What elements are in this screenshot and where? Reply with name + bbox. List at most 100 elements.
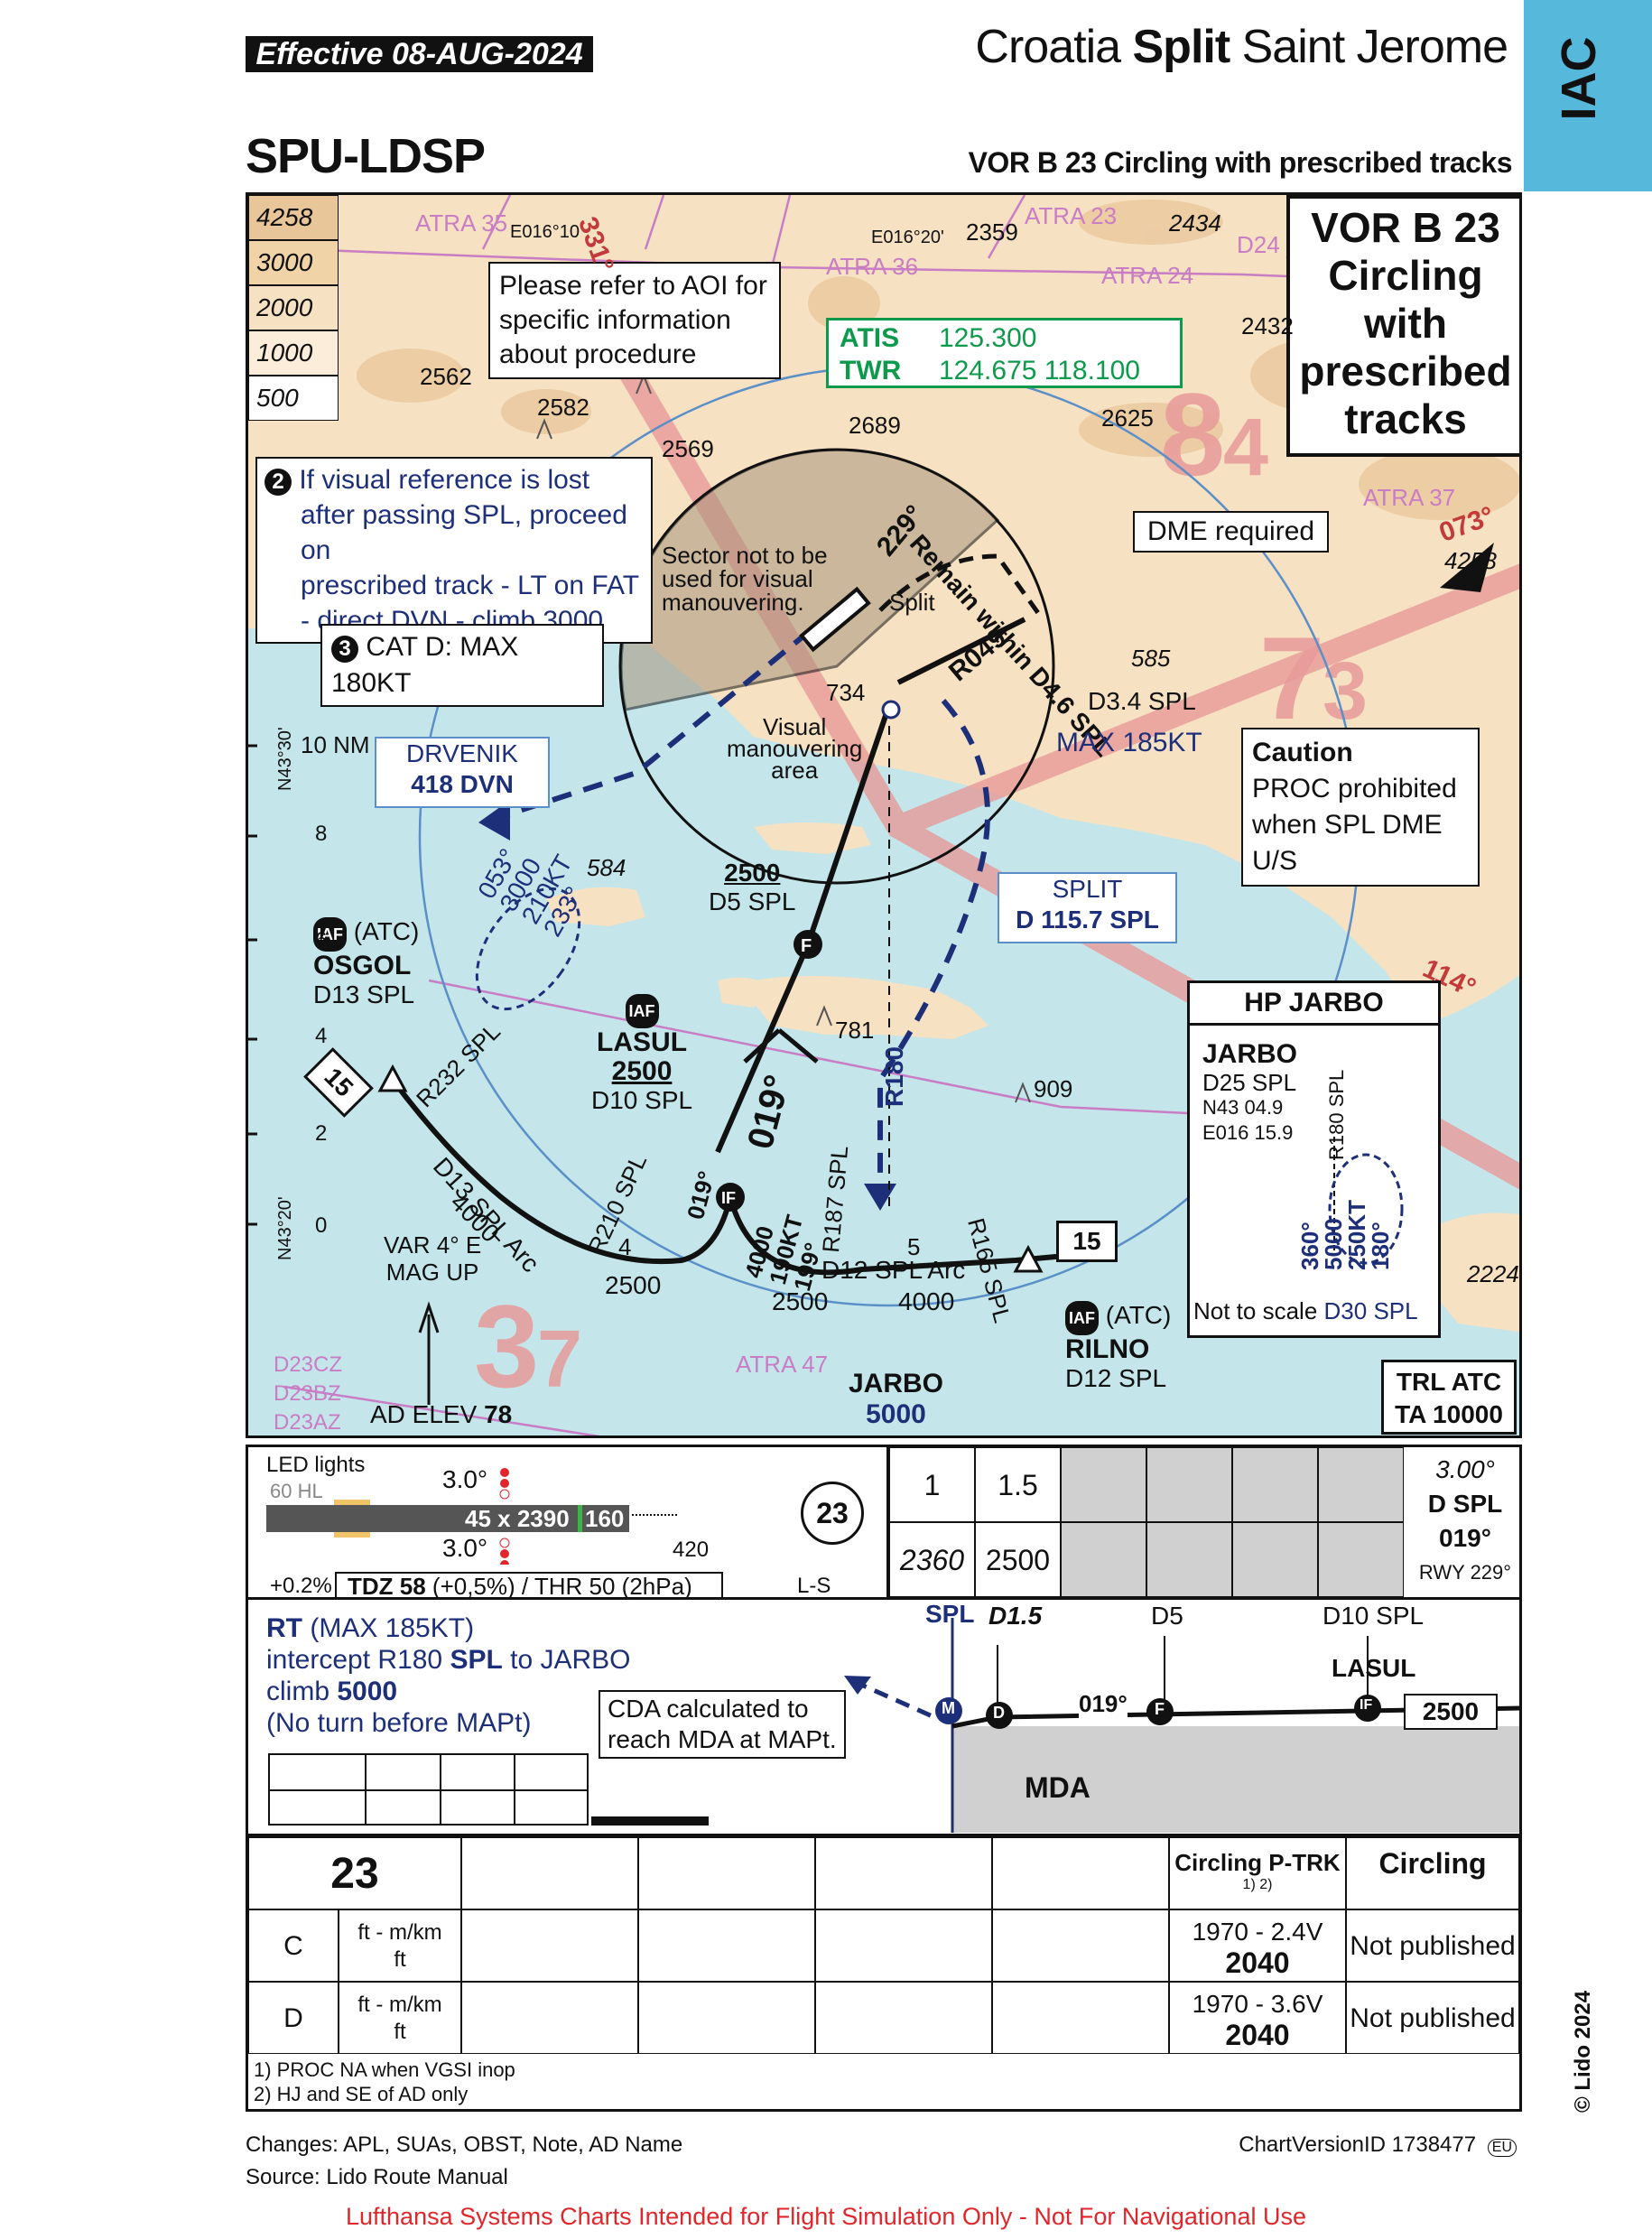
profile-strip: RT (MAX 185KT) intercept R180 SPL to JAR… xyxy=(246,1600,1522,1836)
fix-f-dist: D5 SPL xyxy=(709,887,796,915)
drvenik-ident: 418 DVN xyxy=(411,770,514,798)
visual-area-2: manouvering xyxy=(727,735,863,762)
minima-d-e3 xyxy=(815,1982,992,2054)
elev-4258: 4258 xyxy=(1444,547,1497,574)
note-cat-d: 3 CAT D: MAX 180KT xyxy=(320,624,604,707)
split-label: Split xyxy=(889,589,935,616)
missed-line-1: RT (MAX 185KT) xyxy=(266,1612,631,1644)
profile-if-letter: IF xyxy=(1360,1697,1373,1713)
fix-f-alt: 2500 xyxy=(724,859,781,887)
footer-version: ChartVersionID 1738477 EU xyxy=(1128,2132,1517,2158)
dme-angle: 3.00° xyxy=(1435,1455,1495,1483)
ten-nm-label: 10 NM xyxy=(301,731,370,758)
scale-2: 2 xyxy=(315,1121,328,1146)
var-line-2: MAG UP xyxy=(385,1259,479,1286)
missed-pictogram-grid xyxy=(268,1753,589,1826)
dme-table: 1 1.5 2360 2500 3.00° D SPL 019° RWY 229… xyxy=(886,1447,1522,1597)
papi-up: 3.0° xyxy=(442,1465,488,1493)
missed-line-3a: climb xyxy=(266,1677,338,1706)
sector-note: Sector not to be used for visual manouve… xyxy=(662,543,828,614)
minima-empty-h3 xyxy=(815,1837,992,1909)
missed-line-4: (No turn before MAPt) xyxy=(266,1708,532,1738)
title-line-3: with xyxy=(1364,300,1447,347)
sector-note-1: Sector not to be xyxy=(662,542,828,569)
trl-line-1: TRL ATC xyxy=(1396,1368,1502,1396)
alt-legend-1000: 1000 xyxy=(248,330,339,376)
elev-781: 781 xyxy=(835,1017,875,1044)
dme-required-box: DME required xyxy=(1133,511,1330,553)
plan-view: 8 4 7 3 3 7 xyxy=(246,192,1522,1438)
d23az: D23AZ xyxy=(274,1410,341,1435)
units-d-2: ft xyxy=(394,2020,406,2044)
island-brac xyxy=(754,976,988,1039)
c-ptrk-bot: 2040 xyxy=(1225,1946,1290,1979)
note2-number: 2 xyxy=(265,469,292,496)
missed-line-3: climb 5000 xyxy=(266,1676,631,1707)
direction-arrow-ne xyxy=(1440,543,1494,592)
footer-disclaimer: Lufthansa Systems Charts Intended for Fl… xyxy=(346,2203,1306,2230)
missed-arrowhead-down xyxy=(864,1184,896,1211)
dme-cell-1: 1 xyxy=(889,1447,975,1522)
dist-420: 420 xyxy=(673,1538,710,1562)
fix-f-symbol xyxy=(794,930,822,959)
iac-tab: IAC xyxy=(1524,0,1652,191)
missed-timing-bar xyxy=(591,1816,709,1826)
alt-legend-2000: 2000 xyxy=(248,285,339,330)
grid-vline-1 xyxy=(365,1755,367,1824)
title-line-5: tracks xyxy=(1344,395,1467,442)
rilno-iaf-row: IAF (ATC) xyxy=(1065,1301,1171,1335)
elev-585: 585 xyxy=(1131,645,1171,672)
location-title: Croatia Split Saint Jerome xyxy=(903,20,1508,74)
circling-route xyxy=(878,553,1045,621)
jarbo-label: JARBO 5000 xyxy=(849,1369,943,1430)
grid-vline-2 xyxy=(440,1755,441,1824)
atra-24: ATRA 24 xyxy=(1101,262,1194,289)
hp-jarbo-lon: E016 15.9 xyxy=(1202,1121,1294,1144)
papi-down: 3.0° xyxy=(442,1534,488,1562)
coord-n4330: N43°30' xyxy=(275,727,295,791)
minima-units-c: ft - m/km ft xyxy=(339,1909,461,1982)
scale-ticks xyxy=(248,744,257,1226)
tdz-box: TDZ 58 (+0,5%) / THR 50 (2hPa) xyxy=(335,1572,723,1599)
papi-dots xyxy=(499,1468,510,1565)
ad-elev-value: 78 xyxy=(484,1400,513,1428)
visual-area-label: Visual manouvering area xyxy=(727,715,863,782)
elev-2224: 2224 xyxy=(1467,1260,1519,1287)
dme-empty-1 xyxy=(1061,1447,1146,1522)
lasul-alt: 2500 xyxy=(611,1056,673,1086)
ad-elev: AD ELEV 78 xyxy=(370,1400,512,1429)
drvenik-name: DRVENIK xyxy=(406,739,518,767)
island-solta xyxy=(718,977,772,1008)
rilno-dist: D12 SPL xyxy=(1065,1364,1167,1392)
lasul-dist: D10 SPL xyxy=(591,1086,693,1114)
missed-line-2a: intercept R180 xyxy=(266,1645,450,1675)
dme-cell-2360: 2360 xyxy=(889,1522,975,1597)
profile-spl: SPL xyxy=(925,1600,975,1628)
dme-empty-4 xyxy=(1318,1447,1404,1522)
procedure-subtitle: VOR B 23 Circling with prescribed tracks xyxy=(968,146,1513,179)
trl-line-2: TA 10000 xyxy=(1395,1400,1503,1428)
profile-d-letter: D xyxy=(993,1704,1005,1722)
grid-hline xyxy=(270,1789,587,1791)
title-line-1: VOR B 23 xyxy=(1311,204,1500,251)
sector-note-2: used for visual xyxy=(662,565,813,592)
plan-view-map: 8 4 7 3 3 7 xyxy=(248,195,1519,1435)
minima-d-e4 xyxy=(992,1982,1169,2054)
dme-cell-15: 1.5 xyxy=(975,1447,1061,1522)
note3-text: CAT D: MAX 180KT xyxy=(331,632,519,698)
grid-vline-3 xyxy=(514,1755,515,1824)
scale-0: 0 xyxy=(315,1213,328,1238)
elev-2569: 2569 xyxy=(662,435,714,462)
split-vor-box: SPLIT D 115.7 SPL xyxy=(998,872,1177,943)
airport-code: SPU-LDSP xyxy=(246,129,486,183)
minima-ptrk-title: Circling P-TRK xyxy=(1174,1849,1341,1876)
note2-text-1: If visual reference is lost xyxy=(299,465,590,495)
hl-label: 60 HL xyxy=(270,1480,323,1502)
effective-date: Effective 08-AUG-2024 xyxy=(255,37,583,71)
r180-label: R180 xyxy=(880,1046,908,1107)
altitude-legend: 4258 3000 2000 1000 500 xyxy=(248,195,339,421)
procedure-title-box: VOR B 23 Circling with prescribed tracks xyxy=(1286,195,1519,457)
hp-hold-alt: 5000 xyxy=(1320,1218,1347,1270)
